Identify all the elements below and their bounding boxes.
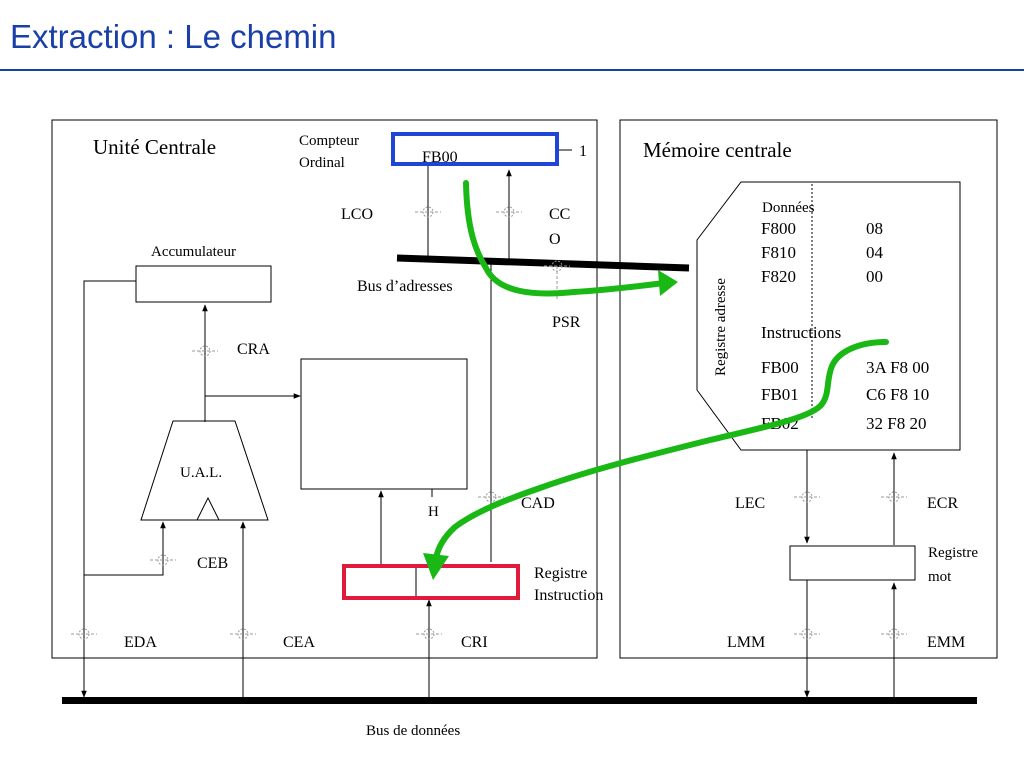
cco-label-2: O xyxy=(549,231,561,248)
donnee-addr-1: F810 xyxy=(761,243,796,262)
cea-label: CEA xyxy=(283,634,315,651)
ri-label-2: Instruction xyxy=(534,587,603,604)
cra-label: CRA xyxy=(237,341,270,358)
path-memory-to-instruction-register xyxy=(433,339,889,561)
ecr-label: ECR xyxy=(927,495,958,512)
acc-to-data-bus-line xyxy=(81,280,136,698)
psr-label: PSR xyxy=(552,314,581,331)
bus-adresses-label: Bus d’adresses xyxy=(357,278,453,295)
lmm-label: LMM xyxy=(727,634,765,651)
cpu-frame xyxy=(51,119,598,659)
rm-label-2: mot xyxy=(928,569,952,585)
registre-adresse-label: Registre adresse xyxy=(713,278,729,376)
pc-value: FB00 xyxy=(422,149,458,166)
instr-val-0: 3A F8 00 xyxy=(866,358,929,377)
cad-label: CAD xyxy=(521,495,555,512)
word-register xyxy=(789,545,916,581)
accumulator-register xyxy=(135,265,272,303)
emm-label: EMM xyxy=(927,634,965,651)
donnee-val-2: 00 xyxy=(866,267,883,286)
rm-label-1: Registre xyxy=(928,545,978,561)
donnee-val-0: 08 xyxy=(866,219,883,238)
ual-flag-icon xyxy=(196,496,220,521)
data-bus xyxy=(62,697,977,704)
lco-label: LCO xyxy=(341,206,373,223)
instructions-heading: Instructions xyxy=(761,323,841,342)
path-arrowhead-2 xyxy=(423,553,449,580)
pc-label-2: Ordinal xyxy=(299,155,345,171)
ual-block xyxy=(140,420,269,521)
sequencer-block xyxy=(300,358,468,490)
title-rule xyxy=(0,69,1024,71)
instr-val-2: 32 F8 20 xyxy=(866,414,926,433)
ceb-label: CEB xyxy=(197,555,228,572)
donnee-addr-0: F800 xyxy=(761,219,796,238)
donnees-heading: Données xyxy=(762,200,815,216)
ual-input-b-line xyxy=(84,521,166,576)
pc-label-1: Compteur xyxy=(299,133,359,149)
donnee-val-1: 04 xyxy=(866,243,884,262)
lec-label: LEC xyxy=(735,495,765,512)
eda-label: EDA xyxy=(124,634,157,651)
cco-label-1: CC xyxy=(549,206,570,223)
donnee-addr-2: F820 xyxy=(761,267,796,286)
address-bus xyxy=(396,254,690,272)
ual-label: U.A.L. xyxy=(180,465,222,481)
cpu-title: Unité Centrale xyxy=(93,135,216,159)
path-pc-to-address-register xyxy=(463,180,667,297)
h-label: H xyxy=(428,504,439,520)
cri-label: CRI xyxy=(461,634,488,651)
bus-donnees-label: Bus de données xyxy=(366,723,460,739)
instr-addr-0: FB00 xyxy=(761,358,799,377)
ri-label-1: Registre xyxy=(534,565,587,582)
pc-increment: 1 xyxy=(579,143,587,160)
memory-array xyxy=(696,181,961,451)
path-arrowhead-1 xyxy=(658,270,678,296)
page-title: Extraction : Le chemin xyxy=(10,18,337,55)
instr-addr-1: FB01 xyxy=(761,385,799,404)
program-counter-register xyxy=(391,132,559,166)
memory-title: Mémoire centrale xyxy=(643,138,792,162)
instr-val-1: C6 F8 10 xyxy=(866,385,929,404)
memory-frame xyxy=(619,119,998,659)
accumulateur-label: Accumulateur xyxy=(151,244,236,260)
